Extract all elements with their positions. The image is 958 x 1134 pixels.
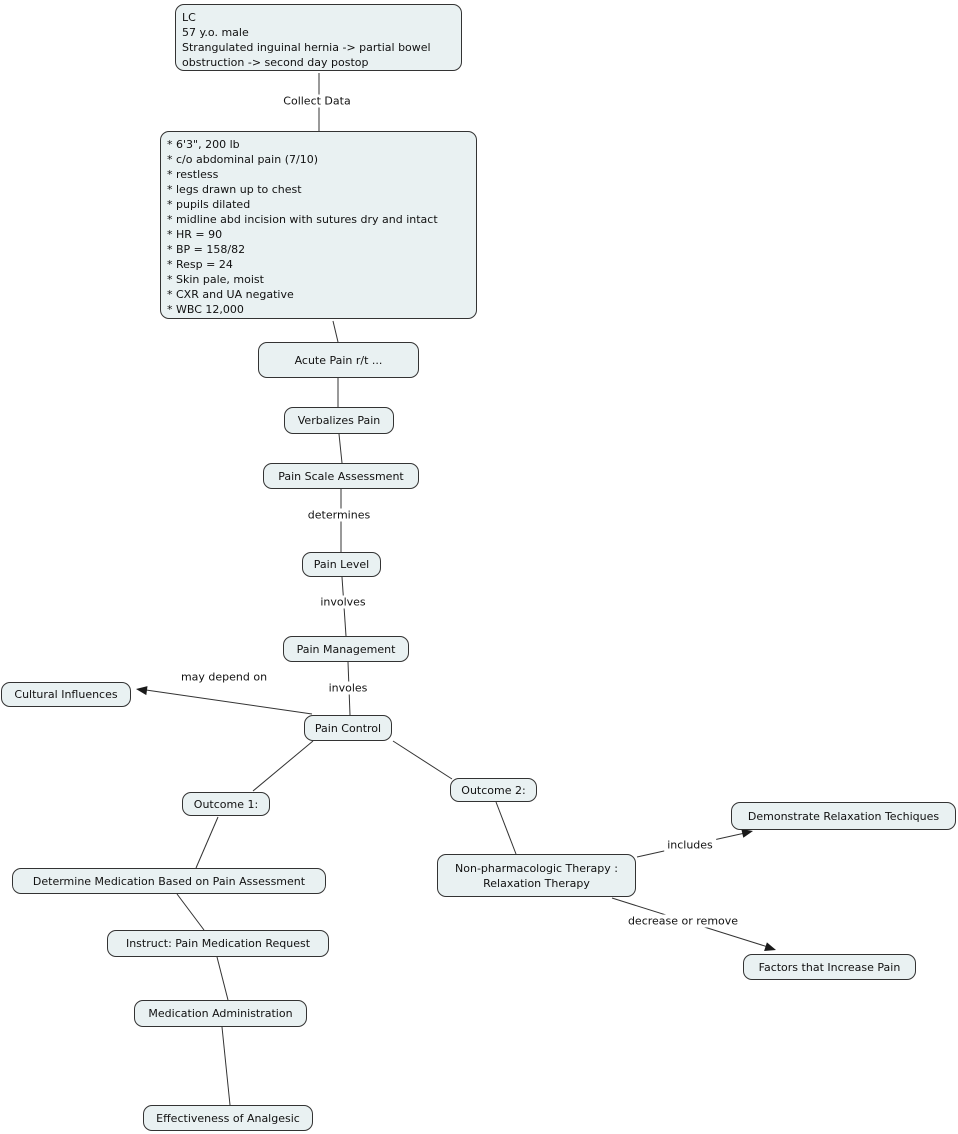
link-label-involves[interactable]: involves bbox=[317, 595, 369, 609]
node-determine-medication[interactable]: Determine Medication Based on Pain Asses… bbox=[12, 868, 326, 894]
node-instruct-pain-medication[interactable]: Instruct: Pain Medication Request bbox=[107, 930, 329, 957]
node-cultural-influences[interactable]: Cultural Influences bbox=[1, 682, 131, 707]
node-medication-administration[interactable]: Medication Administration bbox=[134, 1000, 307, 1027]
link-label-decrease-or-remove[interactable]: decrease or remove bbox=[624, 914, 742, 928]
node-pain-scale-assessment[interactable]: Pain Scale Assessment bbox=[263, 463, 419, 489]
node-non-pharmacologic-therapy[interactable]: Non-pharmacologic Therapy : Relaxation T… bbox=[437, 854, 636, 897]
arrowhead-factors bbox=[764, 942, 776, 951]
node-demonstrate-relaxation-techniques[interactable]: Demonstrate Relaxation Techiques bbox=[731, 802, 956, 830]
connector-outcome2-to-nonpharm bbox=[495, 801, 517, 855]
node-outcome-1[interactable]: Outcome 1: bbox=[182, 792, 270, 816]
node-acute-pain[interactable]: Acute Pain r/t ... bbox=[258, 342, 419, 378]
arrowhead-cultural bbox=[136, 686, 148, 696]
link-label-determines[interactable]: determines bbox=[304, 508, 374, 522]
connector-determine-to-instruct bbox=[176, 893, 205, 931]
node-factors-that-increase-pain[interactable]: Factors that Increase Pain bbox=[743, 954, 916, 980]
node-pain-control[interactable]: Pain Control bbox=[304, 715, 392, 741]
node-effectiveness-of-analgesic[interactable]: Effectiveness of Analgesic bbox=[143, 1105, 313, 1131]
link-label-involes[interactable]: involes bbox=[325, 681, 371, 695]
node-outcome-2[interactable]: Outcome 2: bbox=[450, 778, 537, 802]
connector-verbalizes-to-pain-scale bbox=[338, 433, 343, 464]
connector-medadmin-to-effectiveness bbox=[221, 1026, 231, 1106]
link-label-includes[interactable]: includes bbox=[664, 838, 716, 852]
arrowhead-demonstrate bbox=[741, 829, 753, 838]
node-pain-management[interactable]: Pain Management bbox=[283, 636, 409, 662]
connector-outcome1-to-determine bbox=[195, 816, 219, 869]
node-patient-info[interactable]: LC 57 y.o. male Strangulated inguinal he… bbox=[175, 4, 462, 71]
connector-assessment-to-acute-pain bbox=[332, 320, 339, 343]
connector-pain-control-to-cultural bbox=[145, 689, 313, 715]
connector-pain-control-to-outcome1 bbox=[252, 740, 314, 792]
link-label-may-depend-on[interactable]: may depend on bbox=[180, 670, 268, 684]
link-label-collect-data[interactable]: Collect Data bbox=[280, 94, 354, 108]
connector-pain-control-to-outcome2 bbox=[392, 740, 453, 780]
node-verbalizes-pain[interactable]: Verbalizes Pain bbox=[284, 407, 394, 434]
connector-instruct-to-medadmin bbox=[216, 956, 229, 1001]
node-pain-level[interactable]: Pain Level bbox=[302, 552, 381, 577]
node-assessment-data[interactable]: * 6'3", 200 lb * c/o abdominal pain (7/1… bbox=[160, 131, 477, 319]
